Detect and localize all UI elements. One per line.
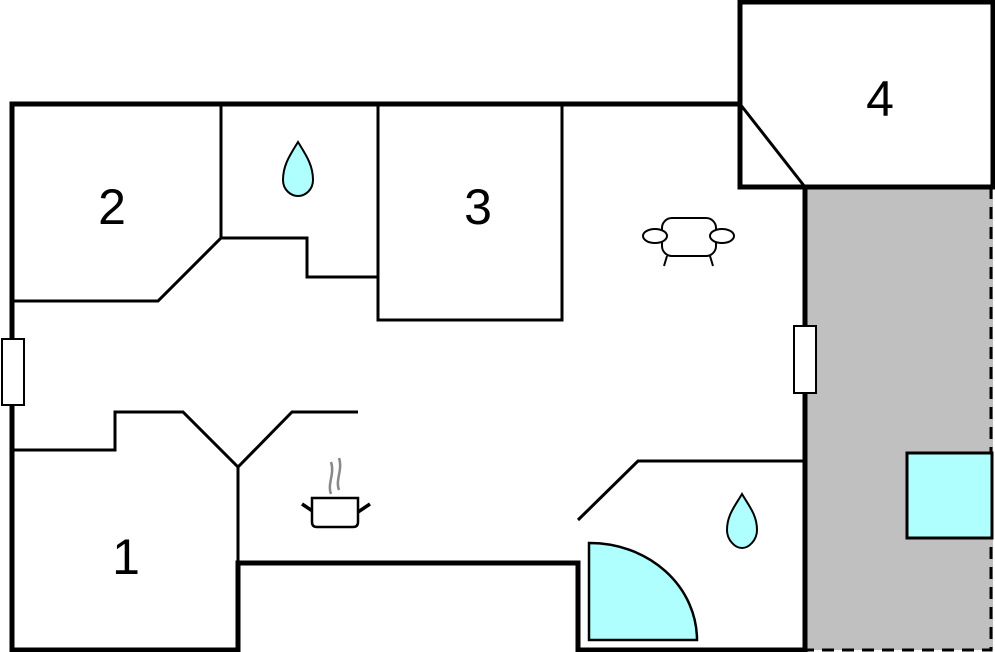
shower-icon <box>587 541 699 642</box>
room-1-label: 1 <box>112 529 140 585</box>
water-drop-icon <box>281 140 315 198</box>
window-right <box>793 325 817 394</box>
room-3-label: 3 <box>464 179 492 235</box>
cooking-pot-icon <box>301 457 371 529</box>
water-drop-icon <box>725 492 759 550</box>
terrace-dashed-edge <box>805 187 993 652</box>
terrace <box>805 187 993 650</box>
inner-walls <box>12 103 807 563</box>
sofa-icon <box>642 217 735 267</box>
outer-walls <box>9 0 995 652</box>
room-2-label: 2 <box>98 179 126 235</box>
room-4-label: 4 <box>866 71 894 127</box>
window-left <box>1 338 25 406</box>
terrace-table <box>905 451 994 540</box>
